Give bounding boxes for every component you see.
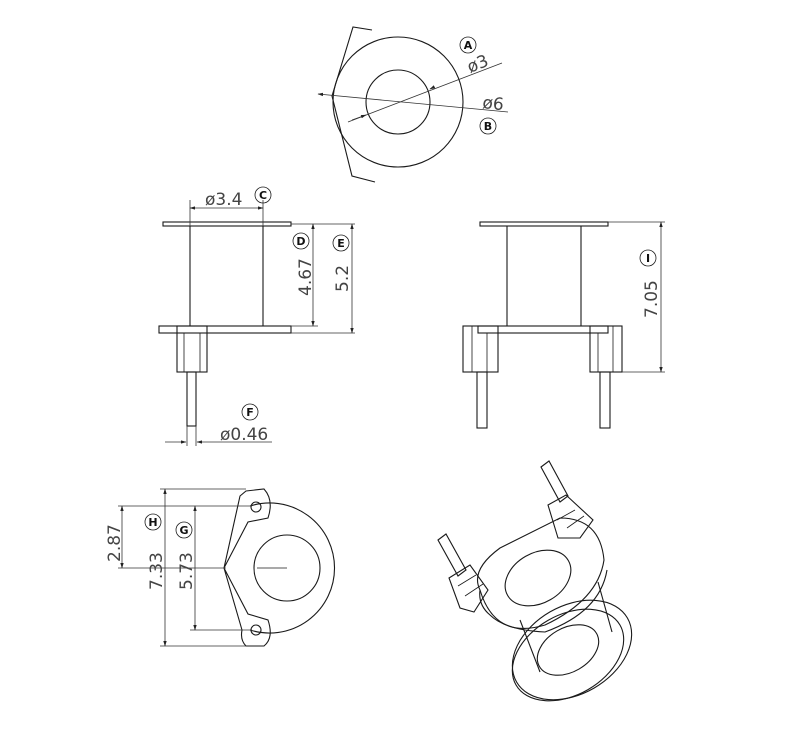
- label-e: E: [332, 234, 350, 252]
- bottom-inner-hole: [253, 534, 321, 602]
- label-a: A: [459, 36, 477, 54]
- svg-text:I: I: [646, 252, 650, 265]
- dim-a-text: ø3: [464, 51, 491, 77]
- side-view: 7.05 I: [462, 221, 665, 429]
- svg-text:E: E: [337, 237, 345, 250]
- front-pin: [186, 371, 197, 427]
- bottom-pin-hole-top: [250, 501, 262, 513]
- front-view: ø3.4 C 4.67 5.2 D E ø0.46 F: [158, 186, 355, 446]
- dim-b-text: ø6: [481, 93, 504, 115]
- top-view: ø3 ø6 A B: [317, 26, 509, 183]
- top-view-outer-flange: [332, 36, 464, 168]
- side-bottom-flange: [477, 325, 609, 334]
- svg-text:D: D: [296, 235, 305, 248]
- iso-upper-hole: [504, 549, 572, 607]
- iso-pin-block-left: [448, 564, 489, 613]
- isometric-view: [437, 460, 633, 702]
- dim-i-text: 7.05: [642, 280, 662, 318]
- dim-c-text: ø3.4: [205, 190, 242, 210]
- label-d: D: [292, 232, 310, 250]
- svg-text:G: G: [179, 524, 188, 537]
- iso-pin-left: [437, 533, 467, 577]
- dim-arrow-a: [429, 85, 436, 90]
- side-top-flange: [479, 221, 609, 227]
- dim-line-b: [317, 92, 509, 113]
- side-pin-left: [476, 371, 488, 429]
- bottom-outer-flange: [249, 502, 335, 634]
- label-f: F: [241, 403, 259, 421]
- label-g: G: [175, 521, 193, 539]
- bottom-view: 2.87 7.33 5.73 H G: [105, 488, 335, 647]
- svg-text:A: A: [464, 39, 473, 52]
- dim-g-text: 5.73: [177, 552, 197, 590]
- svg-text:B: B: [484, 120, 492, 133]
- label-h: H: [144, 513, 162, 531]
- front-top-flange: [162, 221, 292, 227]
- bottom-pin-hole-bottom: [250, 624, 262, 636]
- dim-h-text: 2.87: [105, 524, 125, 562]
- dim-f-text: ø0.46: [220, 425, 268, 445]
- iso-lower-flange: [511, 599, 633, 701]
- svg-text:F: F: [246, 406, 254, 419]
- bottom-pin-bracket: [223, 488, 271, 647]
- iso-pin-top: [540, 460, 569, 503]
- side-pin-right: [599, 371, 611, 429]
- label-c: C: [254, 186, 272, 204]
- svg-text:H: H: [148, 516, 157, 529]
- dim-arrow-a2: [351, 114, 367, 121]
- front-bottom-flange: [158, 325, 292, 334]
- label-b: B: [479, 117, 497, 135]
- label-i: I: [639, 249, 657, 267]
- iso-pin-block-top: [547, 494, 594, 539]
- top-view-inner-hole: [365, 69, 431, 135]
- dim-overall-text: 7.33: [147, 552, 167, 590]
- iso-upper-flange: [476, 517, 605, 629]
- dim-line-a: [347, 62, 503, 123]
- top-view-pin-tab: [331, 26, 376, 183]
- dim-d-text: 4.67: [296, 258, 316, 296]
- svg-text:C: C: [259, 189, 267, 202]
- dim-e-text: 5.2: [333, 265, 353, 292]
